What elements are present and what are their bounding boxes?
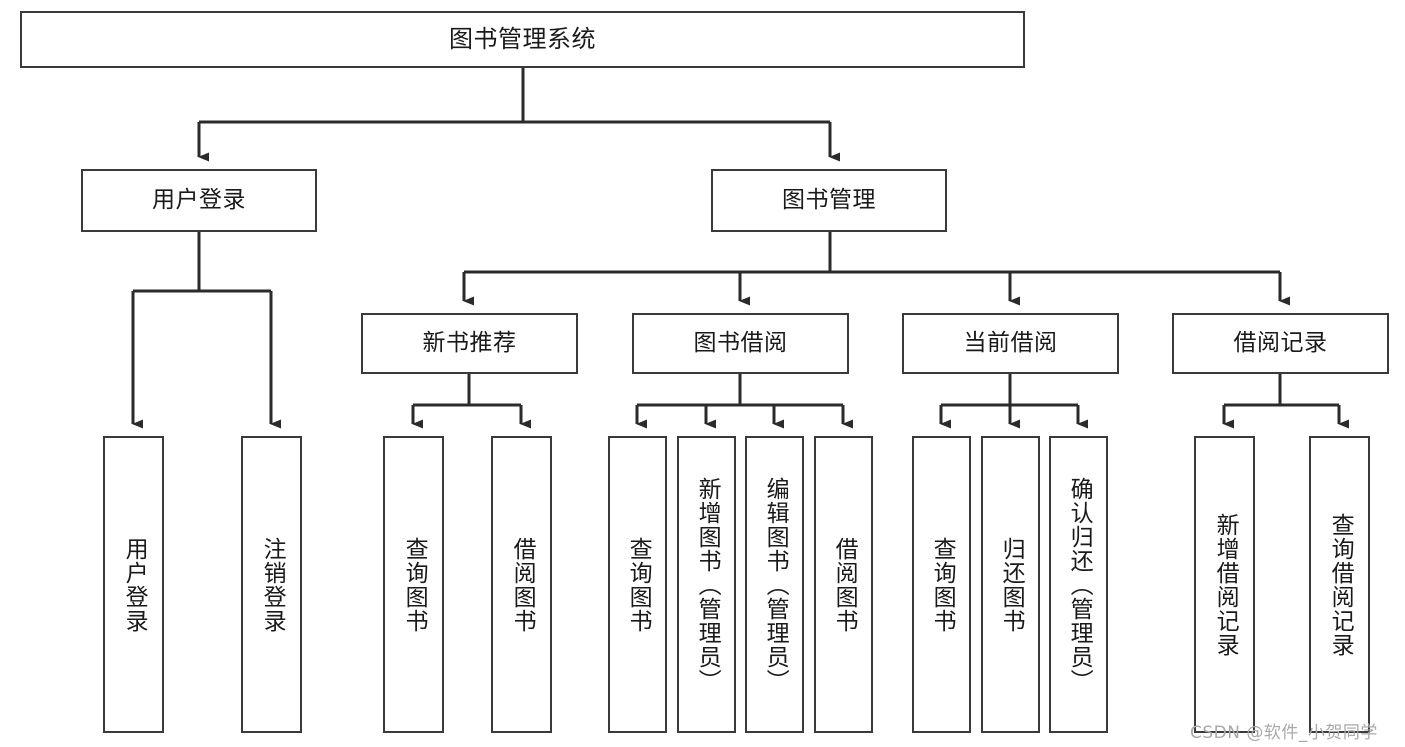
node-leaf-edit-book[interactable]: 编辑图书（管理员） [745, 436, 804, 733]
node-leaf-logout-label: 注销登录 [259, 536, 286, 633]
node-root[interactable]: 图书管理系统 [20, 11, 1025, 68]
node-leaf-borrow-book-2[interactable]: 借阅图书 [814, 436, 873, 733]
node-user-login-label: 用户登录 [152, 186, 246, 213]
node-leaf-confirm-return[interactable]: 确认归还（管理员） [1049, 436, 1108, 733]
node-book-borrow[interactable]: 图书借阅 [632, 313, 849, 374]
node-book-borrow-label: 图书借阅 [693, 329, 788, 356]
node-borrow-record[interactable]: 借阅记录 [1172, 313, 1389, 374]
node-leaf-return-book[interactable]: 归还图书 [981, 436, 1040, 733]
node-leaf-query-book-3-label: 查询图书 [929, 536, 956, 633]
node-leaf-confirm-return-label: 确认归还（管理员） [1066, 476, 1093, 693]
node-leaf-query-book-1-label: 查询图书 [401, 536, 428, 633]
node-leaf-query-record[interactable]: 查询借阅记录 [1309, 436, 1370, 733]
node-current-borrow[interactable]: 当前借阅 [902, 313, 1119, 374]
node-book-manage[interactable]: 图书管理 [711, 169, 947, 232]
node-user-login[interactable]: 用户登录 [81, 169, 317, 232]
node-leaf-logout[interactable]: 注销登录 [241, 436, 302, 733]
node-leaf-add-record-label: 新增借阅记录 [1212, 512, 1239, 657]
node-leaf-query-book-2[interactable]: 查询图书 [608, 436, 667, 733]
node-leaf-add-book[interactable]: 新增图书（管理员） [677, 436, 736, 733]
node-leaf-add-record[interactable]: 新增借阅记录 [1194, 436, 1255, 733]
node-leaf-borrow-book-2-label: 借阅图书 [831, 536, 858, 633]
node-new-book-rec-label: 新书推荐 [422, 329, 517, 356]
node-leaf-query-book-1[interactable]: 查询图书 [383, 436, 444, 733]
node-root-label: 图书管理系统 [449, 25, 596, 54]
node-new-book-rec[interactable]: 新书推荐 [361, 313, 578, 374]
node-leaf-user-login[interactable]: 用户登录 [103, 436, 164, 733]
node-leaf-query-book-3[interactable]: 查询图书 [912, 436, 971, 733]
node-leaf-return-book-label: 归还图书 [998, 536, 1025, 633]
node-leaf-add-book-label: 新增图书（管理员） [694, 476, 721, 693]
node-leaf-query-book-2-label: 查询图书 [625, 536, 652, 633]
node-leaf-edit-book-label: 编辑图书（管理员） [762, 476, 789, 693]
node-book-manage-label: 图书管理 [782, 186, 876, 213]
csdn-watermark: CSDN @软件_小贺同学 [1190, 723, 1378, 743]
node-leaf-user-login-label: 用户登录 [121, 536, 148, 633]
node-leaf-query-record-label: 查询借阅记录 [1327, 512, 1354, 657]
node-leaf-borrow-book-1-label: 借阅图书 [509, 536, 536, 633]
node-current-borrow-label: 当前借阅 [963, 329, 1058, 356]
node-borrow-record-label: 借阅记录 [1233, 329, 1328, 356]
node-leaf-borrow-book-1[interactable]: 借阅图书 [491, 436, 552, 733]
